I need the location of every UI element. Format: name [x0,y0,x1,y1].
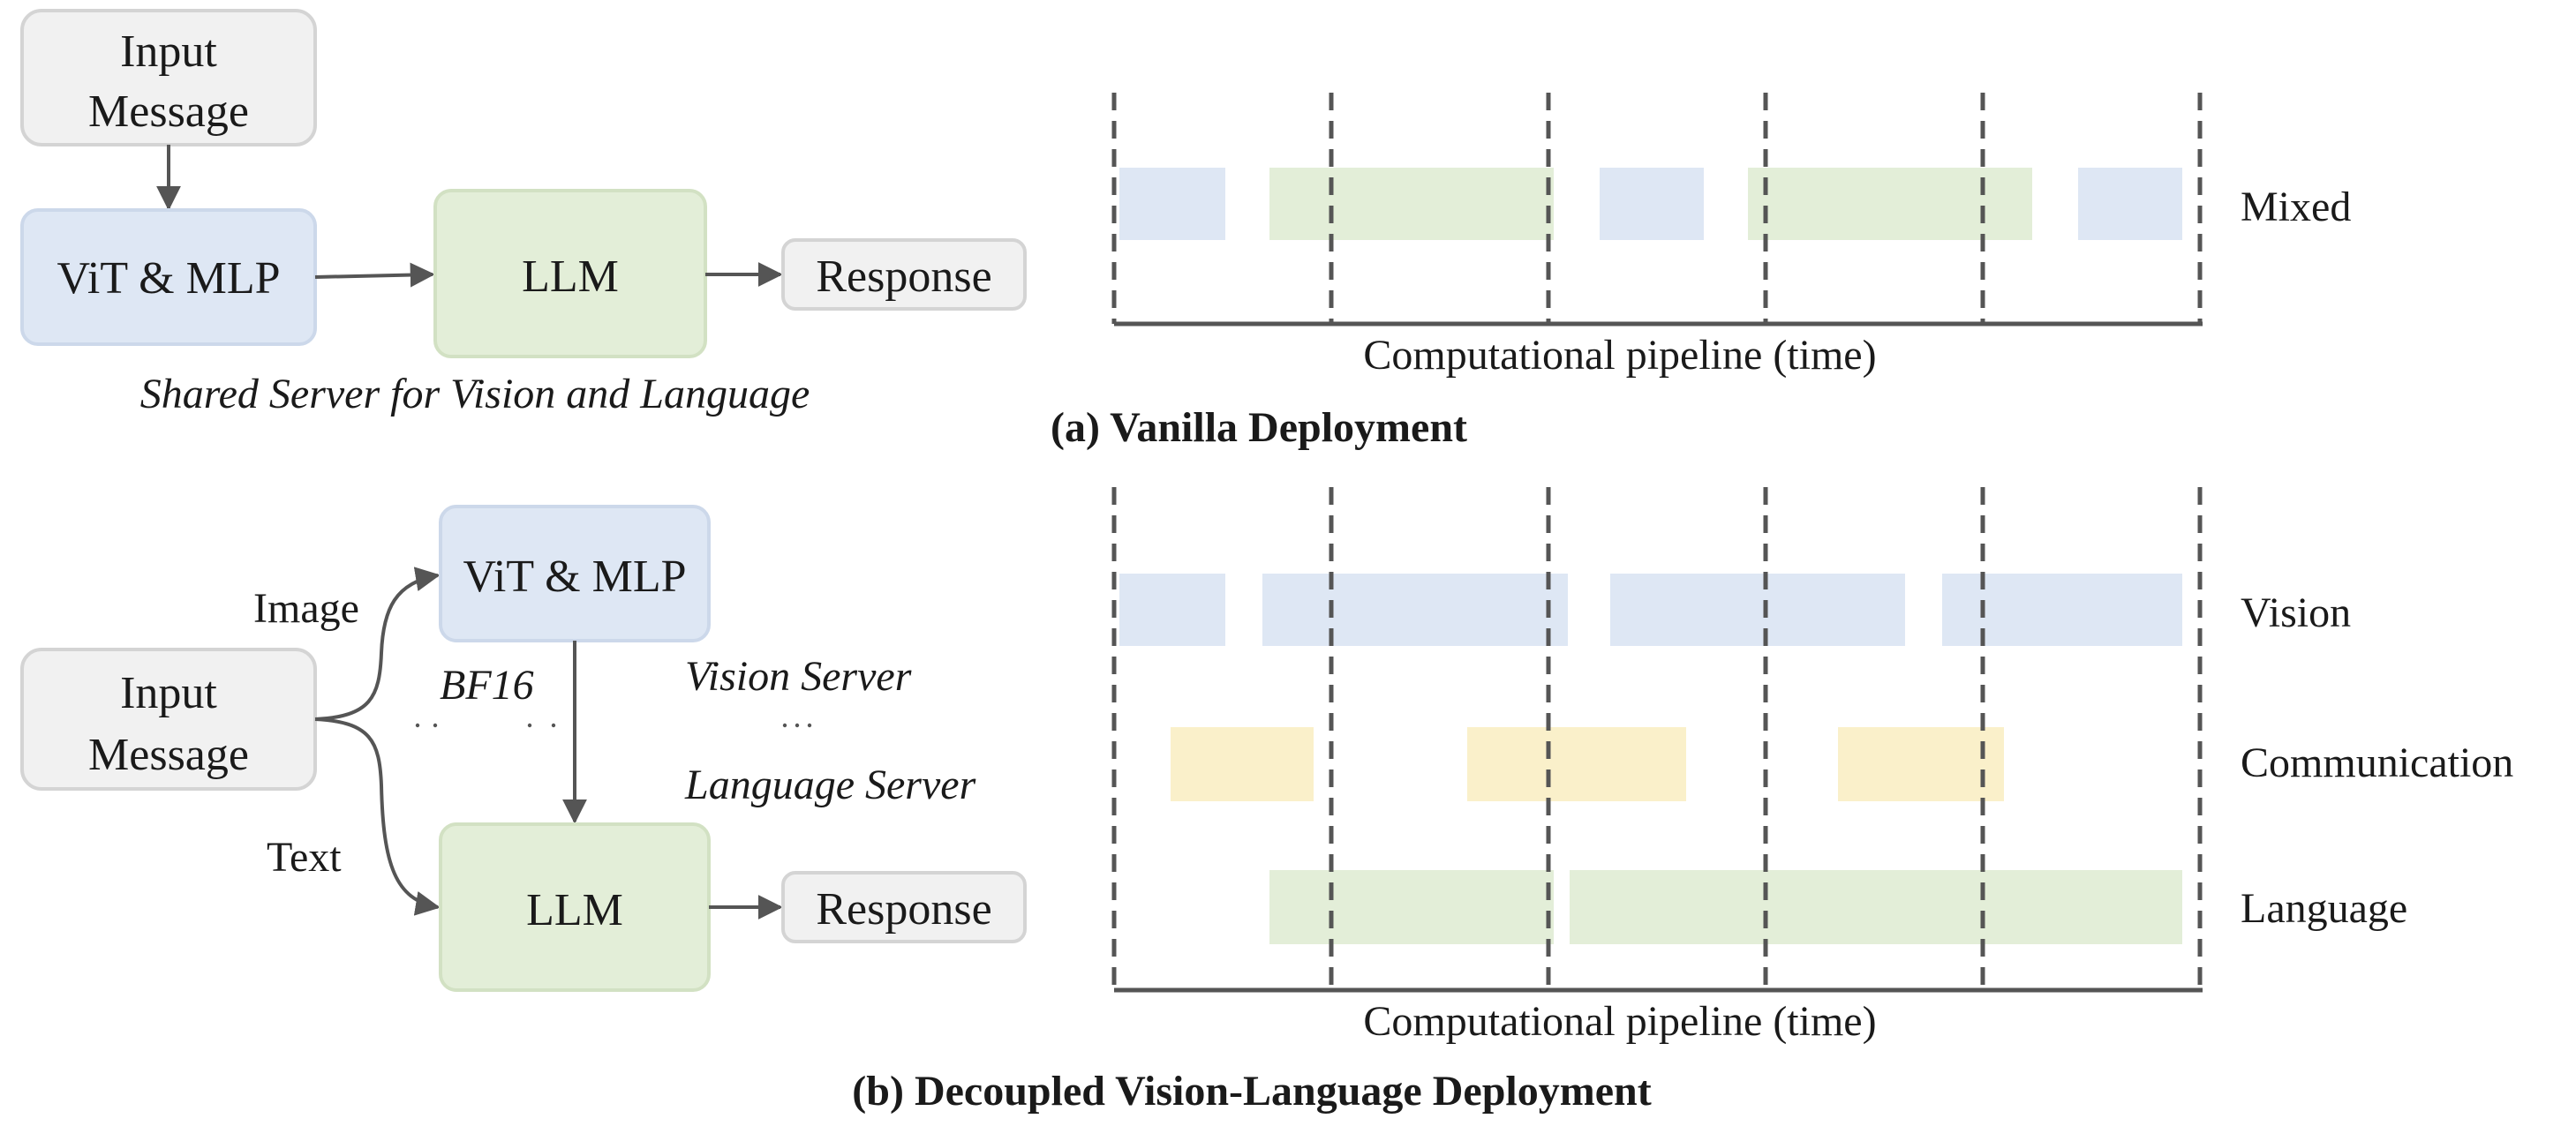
vision-segment [1262,574,1568,646]
vision-segment [1600,168,1704,240]
time-axis-label: Computational pipeline (time) [1363,998,1876,1045]
language-segment [1570,870,2182,944]
input-message-line1: Input [120,26,217,77]
communication-segment [1467,727,1686,801]
pipeline-b-language-row [1269,870,2182,944]
pipeline-b-vision-row [1119,574,2182,646]
row-label-vision: Vision [2241,589,2351,636]
text-branch-label: Text [267,834,342,881]
vit-mlp-box: ViT & MLP [439,505,711,642]
response-box: Response [781,238,1027,311]
language-segment [1748,168,2032,240]
bf16-label: BF16 [440,662,534,709]
vision-segment [1119,168,1225,240]
caption-a: (a) Vanilla Deployment [1051,404,1467,451]
pipeline-a-bars [1119,168,2182,240]
image-branch-label: Image [253,585,359,632]
row-label-communication: Communication [2241,739,2513,786]
language-segment [1269,168,1554,240]
arrow-vit-to-llm [314,262,435,288]
pipeline-a: Computational pipeline (time) Mixed [1111,93,2351,379]
server-separator [415,723,812,728]
language-segment [1269,870,1554,944]
llm-box: LLM [439,822,711,992]
vit-mlp-label: ViT & MLP [463,552,686,602]
language-server-label: Language Server [684,762,976,808]
shared-server-caption: Shared Server for Vision and Language [140,371,810,417]
time-dividers-a [1111,93,2203,324]
pipeline-b: Computational pipeline (time) Vision Com… [1111,487,2513,1045]
vision-segment [1119,574,1225,646]
vit-mlp-box: ViT & MLP [20,208,317,346]
time-axis-label: Computational pipeline (time) [1363,332,1876,379]
vision-segment [2078,168,2182,240]
response-label: Response [816,251,991,302]
input-message-line2: Message [88,730,249,780]
panel-b-decoupled: Input Message Image Text ViT & MLP BF16 … [20,487,2513,1115]
communication-segment [1171,727,1314,801]
vision-server-label: Vision Server [685,653,912,700]
arrow-input-to-llm [314,717,441,916]
caption-b: (b) Decoupled Vision-Language Deployment [852,1068,1651,1115]
vision-segment [1942,574,2182,646]
row-label-language: Language [2241,885,2407,932]
vision-segment [1610,574,1905,646]
llm-label: LLM [522,251,619,302]
response-box: Response [781,871,1027,943]
llm-box: LLM [433,189,707,358]
arrow-input-to-vit [314,567,441,721]
communication-segment [1838,727,2004,801]
input-message-line1: Input [120,668,217,718]
response-label: Response [816,884,991,935]
input-message-line2: Message [88,86,249,137]
input-message-box: Input Message [20,648,317,791]
llm-label: LLM [526,885,623,935]
panel-a-vanilla: Input Message ViT & MLP LLM Response Sha… [20,9,2351,451]
input-message-box: Input Message [20,9,317,146]
vit-mlp-label: ViT & MLP [56,253,280,304]
pipeline-b-communication-row [1171,727,2004,801]
row-label-mixed: Mixed [2241,184,2351,230]
